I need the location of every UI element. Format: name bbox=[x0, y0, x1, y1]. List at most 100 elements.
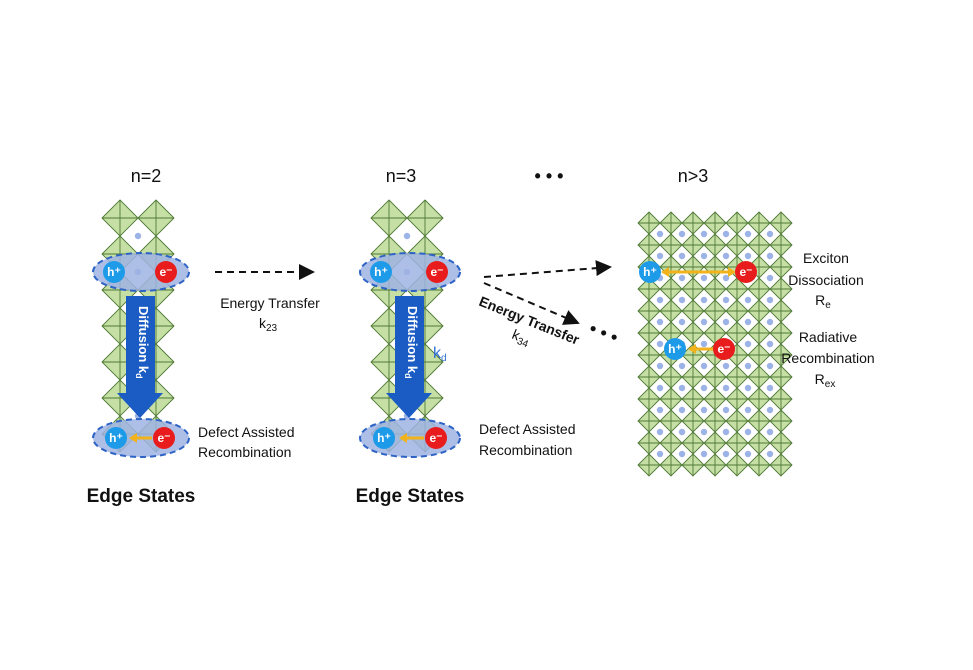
octahedron bbox=[637, 211, 661, 235]
cation-dot bbox=[700, 230, 708, 238]
cation-dot bbox=[766, 428, 774, 436]
energy-transfer-arrow-34-lower bbox=[483, 282, 580, 325]
recombination-arrow bbox=[688, 344, 696, 354]
octahedron bbox=[101, 199, 139, 237]
edge-states-n2: Edge States bbox=[87, 486, 196, 507]
cation-dot bbox=[744, 428, 752, 436]
cation-dot bbox=[700, 428, 708, 436]
cation-dot bbox=[656, 252, 664, 260]
octahedron bbox=[703, 233, 727, 257]
cation-dot bbox=[656, 450, 664, 458]
octahedron bbox=[769, 277, 793, 301]
edge-states-n3: Edge States bbox=[356, 486, 465, 507]
cation-dot bbox=[656, 230, 664, 238]
octahedron bbox=[725, 387, 749, 411]
electron-icon bbox=[153, 427, 175, 449]
cation-dot bbox=[744, 296, 752, 304]
cation-dot bbox=[766, 450, 774, 458]
diffusion-subscript: d bbox=[134, 373, 144, 379]
octahedron bbox=[703, 387, 727, 411]
energy-transfer-arrow-34-upper bbox=[483, 260, 612, 278]
cation-dot bbox=[744, 230, 752, 238]
octahedron bbox=[681, 453, 705, 477]
cation-dot bbox=[656, 318, 664, 326]
electron-icon bbox=[425, 427, 447, 449]
octahedron bbox=[637, 233, 661, 257]
octahedron bbox=[703, 299, 727, 323]
cation-dot bbox=[656, 428, 664, 436]
cation-dot bbox=[656, 362, 664, 370]
octahedron bbox=[703, 365, 727, 389]
octahedron bbox=[747, 233, 771, 257]
cation-dot bbox=[766, 340, 774, 348]
cation-dot bbox=[744, 384, 752, 392]
cation-dot bbox=[678, 274, 686, 282]
diffusion-label: Diffusion k bbox=[136, 306, 151, 374]
lattice-n-greater-3 bbox=[637, 211, 793, 477]
cation-dot bbox=[766, 252, 774, 260]
radiative-rate-sub: ex bbox=[825, 379, 836, 390]
electron-icon bbox=[155, 261, 177, 283]
octahedron bbox=[747, 299, 771, 323]
defect-label-n2-line1: Defect Assisted bbox=[198, 424, 295, 440]
octahedron bbox=[637, 431, 661, 455]
octahedron bbox=[659, 431, 683, 455]
hole-label: h⁺ bbox=[109, 431, 123, 445]
svg-text:Re: Re bbox=[815, 292, 831, 311]
electron-label: e⁻ bbox=[159, 265, 172, 279]
hole-icon bbox=[373, 427, 395, 449]
octahedron bbox=[681, 211, 705, 235]
energy-transfer-23-label: Energy Transfer bbox=[220, 295, 320, 311]
cation-dot bbox=[722, 318, 730, 326]
cation-dot bbox=[700, 450, 708, 458]
cation-dot bbox=[403, 232, 411, 240]
top-exciton-n3: h⁺ e⁻ bbox=[359, 252, 461, 292]
octahedron bbox=[659, 233, 683, 257]
defect-label-n2-line2: Recombination bbox=[198, 444, 291, 460]
cation-dot bbox=[744, 340, 752, 348]
octahedron bbox=[637, 453, 661, 477]
cation-dot bbox=[722, 406, 730, 414]
cation-dot bbox=[744, 318, 752, 326]
octahedron bbox=[747, 409, 771, 433]
octahedron bbox=[747, 453, 771, 477]
octahedron bbox=[637, 321, 661, 345]
octahedron bbox=[769, 453, 793, 477]
cation-dot bbox=[744, 450, 752, 458]
octahedron bbox=[725, 233, 749, 257]
octahedron bbox=[769, 299, 793, 323]
octahedron bbox=[637, 409, 661, 433]
octahedron bbox=[769, 365, 793, 389]
octahedron bbox=[681, 277, 705, 301]
octahedron bbox=[703, 453, 727, 477]
octahedron bbox=[747, 277, 771, 301]
octahedron bbox=[703, 409, 727, 433]
octahedron bbox=[703, 211, 727, 235]
cation-dot bbox=[722, 252, 730, 260]
cation-dot bbox=[700, 274, 708, 282]
dissociation-arrow-left bbox=[661, 267, 669, 277]
header-ellipsis: • • • bbox=[535, 166, 564, 186]
octahedron bbox=[681, 387, 705, 411]
diffusion-subscript: d bbox=[403, 373, 413, 379]
exciton-dissociation-pair: h⁺ e⁻ bbox=[639, 261, 757, 283]
radiative-recombination-pair: h⁺ e⁻ bbox=[664, 338, 735, 360]
octahedron bbox=[725, 409, 749, 433]
octahedron bbox=[681, 299, 705, 323]
hole-label: h⁺ bbox=[377, 431, 391, 445]
electron-label: e⁻ bbox=[430, 265, 443, 279]
radiative-label-line1: Radiative bbox=[799, 329, 858, 345]
cation-dot bbox=[678, 450, 686, 458]
cation-dot bbox=[700, 406, 708, 414]
cation-dot bbox=[656, 406, 664, 414]
cation-dot bbox=[678, 296, 686, 304]
cation-dot bbox=[766, 296, 774, 304]
edge-exciton-n2: h⁺ e⁻ bbox=[92, 418, 190, 458]
cation-dot bbox=[700, 252, 708, 260]
edge-exciton-n3: h⁺ e⁻ bbox=[359, 418, 461, 458]
cation-dot bbox=[722, 428, 730, 436]
hole-icon bbox=[639, 261, 661, 283]
octahedron bbox=[659, 255, 683, 279]
octahedron bbox=[659, 211, 683, 235]
octahedron bbox=[769, 387, 793, 411]
